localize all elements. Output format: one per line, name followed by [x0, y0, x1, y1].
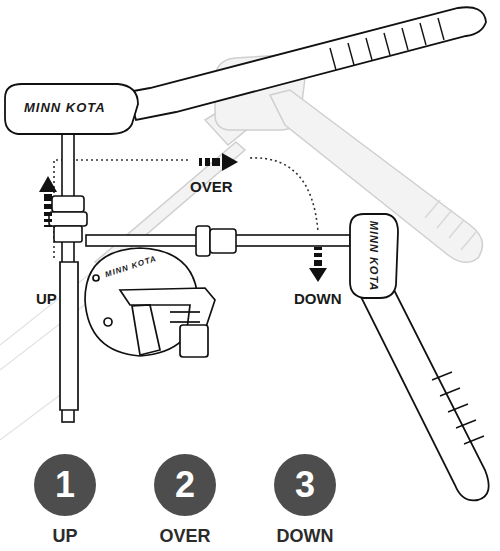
direction-arrows — [39, 153, 327, 282]
part-label: MINN KOTA — [368, 221, 380, 292]
step-circle: 2OVER — [154, 454, 216, 516]
step-caption: DOWN — [277, 526, 334, 547]
step-caption: UP — [52, 526, 77, 547]
shaft — [49, 130, 87, 422]
step-circle: 1UP — [34, 454, 96, 516]
step-caption: OVER — [159, 526, 210, 547]
step-number: 3 — [274, 454, 336, 516]
part-label: MINN KOTA — [24, 100, 106, 115]
part-label: OVER — [190, 178, 233, 195]
step-number: 1 — [34, 454, 96, 516]
mount-bracket — [60, 248, 215, 410]
step-number: 2 — [154, 454, 216, 516]
stowed-head — [350, 214, 489, 500]
part-label: UP — [36, 290, 57, 307]
part-label: DOWN — [294, 290, 342, 307]
step-circle: 3DOWN — [274, 454, 336, 516]
motor-head — [5, 7, 486, 134]
